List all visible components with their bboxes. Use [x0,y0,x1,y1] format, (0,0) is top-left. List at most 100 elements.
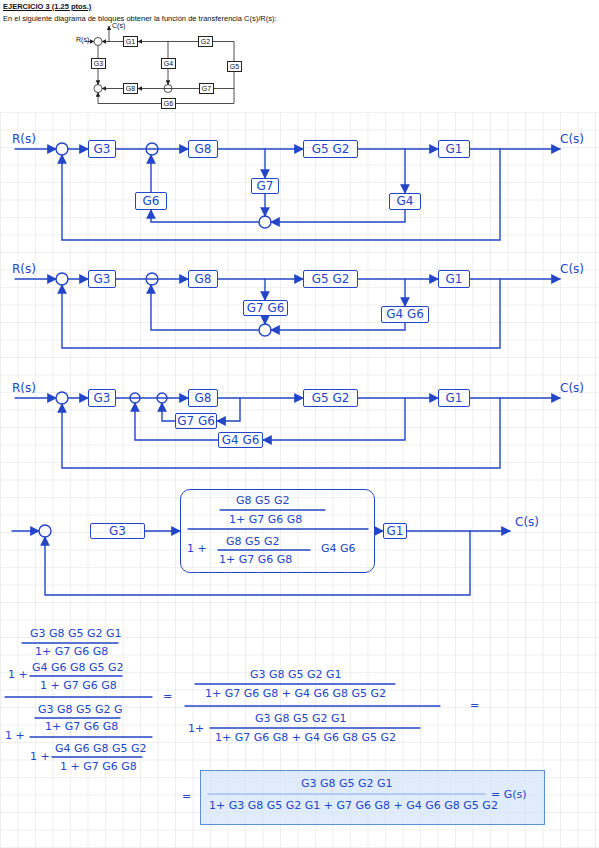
signal-arrow [358,397,438,398]
block-text: G1 [387,525,404,538]
hand-wiring [62,279,500,348]
transfer-block: G5 G2 [303,270,358,288]
summing-junction [56,273,68,285]
block-text: G5 G2 [312,273,350,286]
transfer-block: G1 [383,523,407,539]
original-wiring [168,42,169,59]
transfer-block: G7 [199,83,214,94]
transfer-block: G2 [198,36,213,47]
block-text: 1+ G7 G6 G8 [229,513,302,526]
printed-text: R(s) [76,33,89,46]
transfer-block: G7 G6 [175,413,217,429]
handwritten-term: C(s) [560,263,584,276]
block-text: G7 [257,180,274,193]
signal-arrow [138,88,199,89]
handwritten-term: 1 + G7 G6 G8 [40,679,117,692]
hand-wiring [150,155,151,192]
block-text: 1+ G7 G6 G8 [219,553,292,566]
transfer-block: G3 [88,140,116,158]
transfer-block: G4 [389,193,421,210]
fraction-bar [52,756,142,757]
transfer-block: G1 [438,140,470,158]
transfer-block: G4 [161,58,176,69]
handwritten-term: = [470,699,479,712]
block-text: G4 G6 [321,542,356,555]
block-text: G8 [195,273,212,286]
transfer-block: G5 G2 [303,389,358,407]
hand-wiring [12,143,560,595]
block-text: G5 [230,60,239,73]
block-text: G6 [164,97,173,110]
hand-wiring [264,316,265,324]
hand-wiring [404,149,405,193]
original-wiring [214,88,234,89]
handwritten-term: C(s) [515,516,539,529]
hand-wiring [264,279,265,300]
handwritten-term: 1 + G7 G6 G8 [60,760,137,773]
signal-arrow [218,397,303,398]
fraction-bar [218,549,310,550]
transfer-block: G4 G6 [381,306,429,323]
block-text: 1+ G3 G8 G5 G2 G1 + G7 G6 G8 + G4 G6 G8 … [209,799,498,812]
summing-junction [56,392,68,404]
fraction-bar [30,675,122,676]
block-text: G7 [202,82,211,95]
handwritten-term: G4 G6 G8 G5 G2 [32,661,124,674]
block-text: G8 G5 G2 [236,494,290,507]
handwritten-term: G3 G8 G5 G2 G1 [250,668,342,681]
hand-wiring [15,397,56,398]
block-text: G4 [164,57,173,70]
transfer-block: G1 [438,389,470,407]
fraction-bar [5,696,152,697]
handwritten-term: 1+ G7 G6 G8 [35,645,108,658]
signal-arrow [218,278,303,279]
transfer-block: G4 G6 [218,432,263,448]
original-wiring [102,88,123,89]
hand-wiring [162,403,175,421]
transfer-block: G7 G6 [243,300,288,316]
hand-wiring [62,398,500,468]
block-text: G6 [143,195,160,208]
handwritten-term: C(s) [560,133,584,146]
block-text: G7 G6 [177,415,215,428]
transfer-block: G1 [123,36,138,47]
block-text: 1 + [187,542,207,555]
fraction-bar [5,510,485,794]
hand-wiring [404,279,405,306]
hand-wiring [470,397,560,398]
hand-wiring [68,278,88,279]
original-wiring [98,93,161,104]
transfer-block: G8 [188,389,218,407]
transfer-block: G7 [251,178,279,194]
handwritten-term: 1+ G7 G6 G8 [45,720,118,733]
signal-arrow [358,148,438,149]
block-text: G1 [446,392,463,405]
hand-wiring [45,531,470,595]
summing-junction [56,143,68,155]
transfer-block: G1 [438,270,470,288]
hand-wiring [135,403,218,440]
original-wiring [86,26,234,104]
block-text: G3 [94,57,103,70]
hand-wiring [151,210,259,222]
block-text: G8 [195,392,212,405]
block-text: G4 G6 [386,308,424,321]
transfer-block: G3 [88,389,116,407]
handwritten-term: = [163,690,172,703]
hand-wiring [470,278,560,279]
hand-wiring [217,398,240,421]
block-text: G1 [126,35,135,48]
original-wiring [98,69,99,85]
block-text: G3 G8 G5 G2 G1 [301,777,393,790]
block-text: G8 [195,143,212,156]
reduced-block: G8 G5 G21+ G7 G6 G81 +G8 G5 G21+ G7 G6 G… [180,489,375,573]
fraction-bar [185,705,440,706]
handwritten-term: G3 G8 G5 G2 G [38,703,123,716]
signal-arrow [218,148,303,149]
block-text: G5 G2 [312,392,350,405]
transfer-block: G5 [227,61,242,72]
original-wiring [168,69,169,85]
handwritten-term: G3 G8 G5 G2 G1 [255,712,347,725]
graph-paper [0,112,599,848]
fraction-bar [220,509,325,510]
